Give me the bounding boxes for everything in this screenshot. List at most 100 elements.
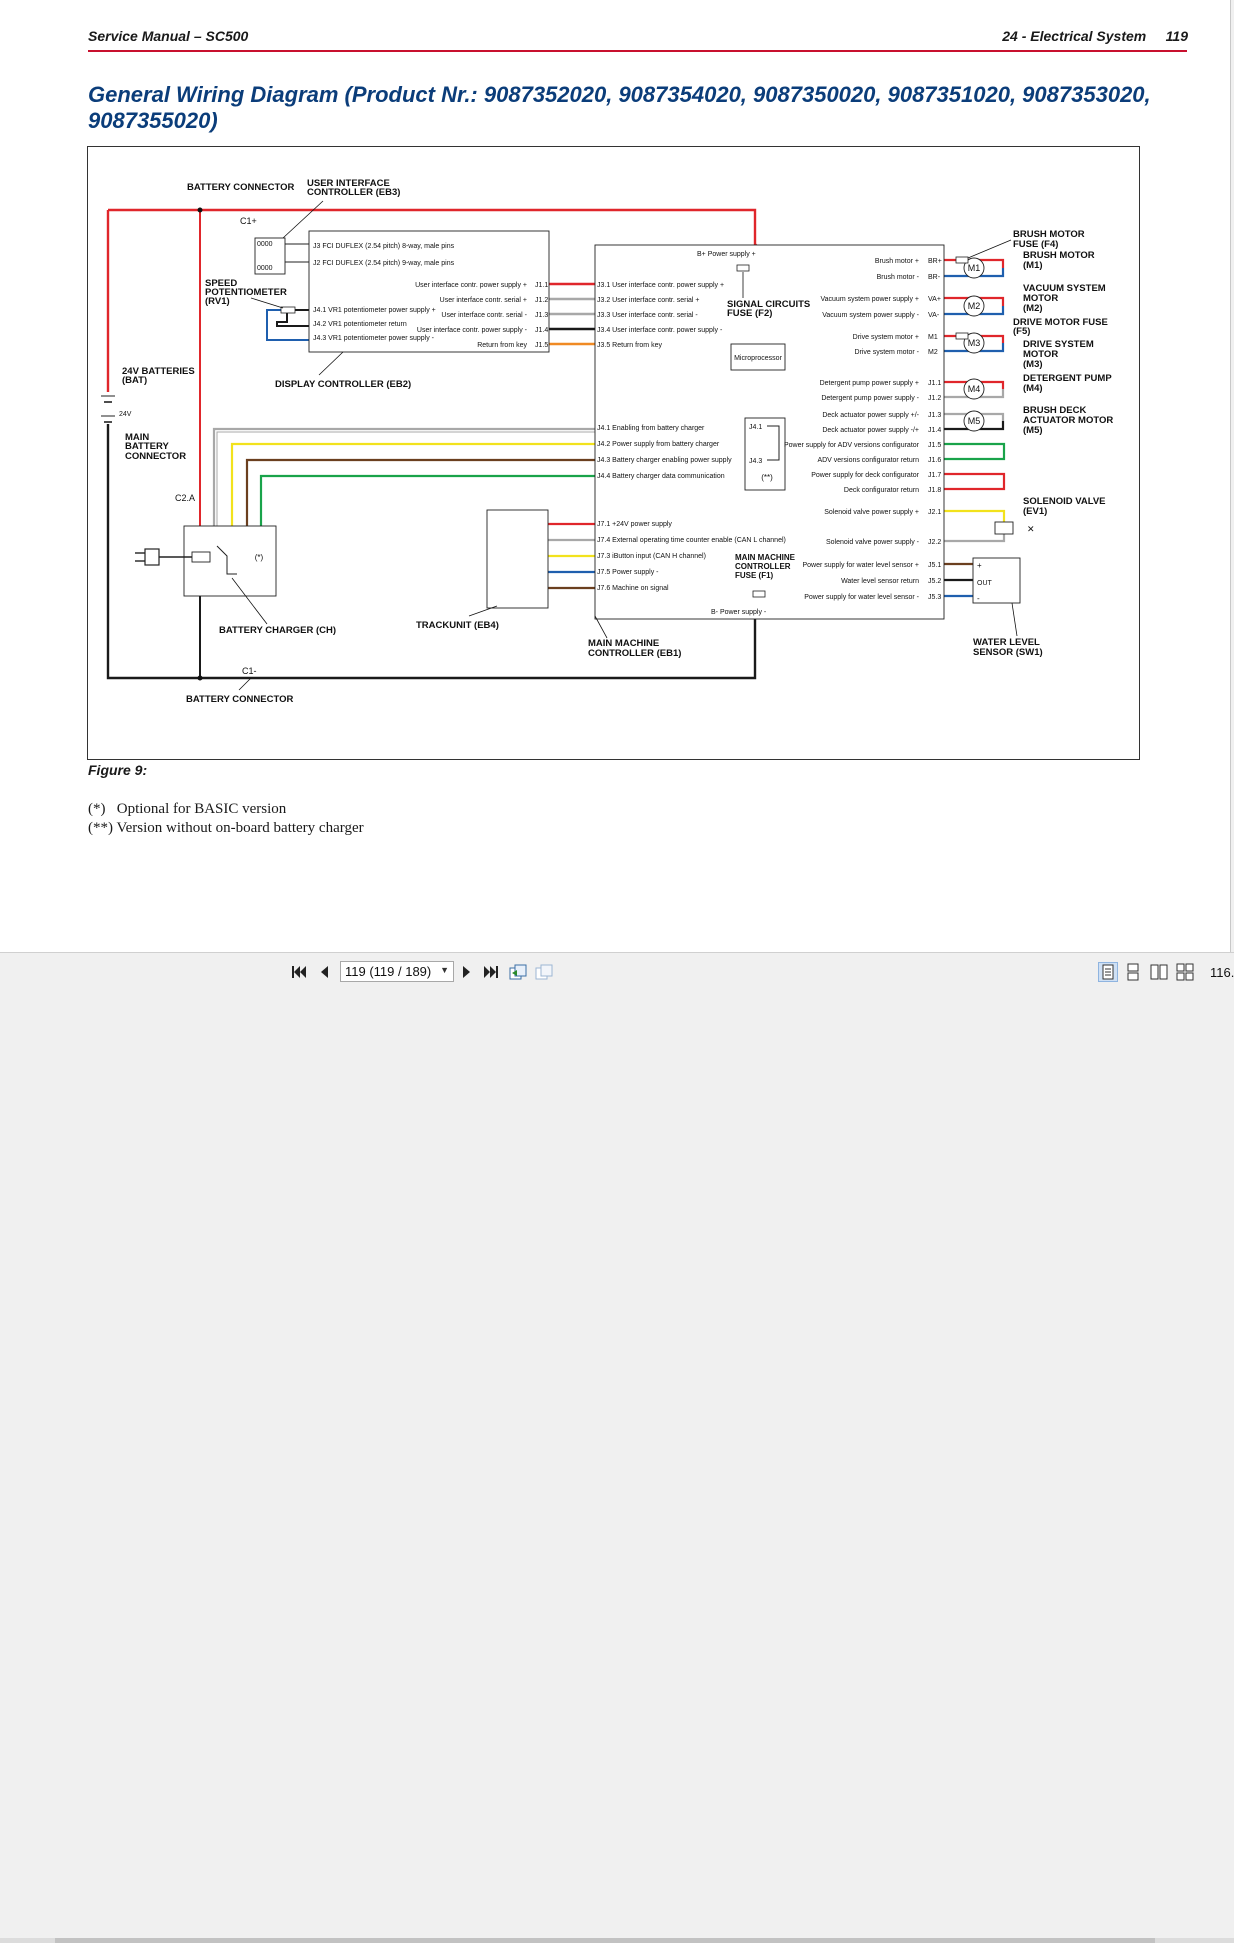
eb2-pin-label: J4.2 VR1 potentiometer return [313,321,407,328]
brush-motor-neg-wire [944,268,1005,278]
signal-fuse-label: FUSE (F2) [727,308,772,319]
deck-actuator-motor-symbol-label: M5 [968,416,981,426]
signal-fuse-label: SIGNAL CIRCUITS [727,299,810,310]
component-boxes [101,230,1021,620]
battery-negative-wire [106,424,757,680]
display-controller-box [308,230,550,353]
eb1-right-label: Power supply for water level sensor + [802,562,919,569]
deck-actuator-motor-neg-wire [944,421,1005,431]
user-interface-controller-box [254,237,286,275]
last-page-icon[interactable] [481,962,501,982]
facing-view-icon[interactable] [1149,962,1169,982]
page-title: General Wiring Diagram (Product Nr.: 908… [88,82,1151,133]
figure-caption: Figure 9: [88,762,148,778]
eb1-right-pin: J2.1 [928,509,941,516]
battery-connector-top-label: BATTERY CONNECTOR [187,182,294,193]
charger-wire [230,442,595,528]
mmc-label: MAIN MACHINE [588,638,659,649]
eb1-j7-label: J7.5 Power supply - [597,569,659,576]
leader-line [238,677,252,691]
jumper-j43: J4.3 [749,458,762,465]
eb1-right-label: ADV versions configurator return [817,457,919,464]
eb1-right-pin: J1.6 [928,457,941,464]
prev-page-icon[interactable] [314,962,334,982]
main-battery-connector-label: CONNECTOR [125,451,186,462]
leader-line [318,351,344,376]
eb2-right-label: Return from key [477,342,527,349]
leader-line [468,605,498,617]
leader-line [282,200,324,239]
page-number-value: 119 (119 / 189) [345,964,432,979]
solenoid-pos-wire [944,509,1006,524]
eb1-right-pin: J5.3 [928,594,941,601]
go-forward-view-icon[interactable] [534,962,554,982]
speed-pot-label: SPEED [205,278,237,289]
eb1-right-label: Solenoid valve power supply + [824,509,919,516]
c1-minus-label: C1- [242,666,257,676]
c2a-label: C2.A [175,493,195,503]
eb1-right-label: Detergent pump power supply - [821,395,919,402]
eb1-right-label: Water level sensor return [841,578,919,585]
eb2-right-pin: J1.4 [535,327,548,334]
mmc-fuse-label: CONTROLLER [735,562,791,571]
eb1-right-pin: J5.1 [928,562,941,569]
eb1-right-label: Power supply for ADV versions configurat… [784,442,920,449]
brush-fuse-label: FUSE (F4) [1013,239,1058,250]
solenoid-valve-mark: ✕ [1027,524,1035,534]
detergent-pump-symbol-label: M4 [968,384,981,394]
eb1-right-pin: J1.7 [928,472,941,479]
eb1-right-label: Drive system motor - [854,349,919,356]
adv-config-loop [944,442,1006,461]
note-optional: (*) Optional for BASIC version [88,801,287,817]
document-page: Service Manual – SC500 24 - Electrical S… [0,0,1231,952]
go-back-view-icon[interactable] [508,962,528,982]
eb2-right-pin: J1.1 [535,282,548,289]
eb1-right-pin: J1.3 [928,412,941,419]
eb1-j3-label: J3.2 User interface contr. serial + [597,297,700,304]
solenoid-valve-symbol [994,521,1014,535]
drive-fuse-label: DRIVE MOTOR FUSE [1013,317,1108,328]
eb1-right-pin: VA- [928,312,940,319]
eb1-right-label: Deck actuator power supply +/- [822,412,919,419]
eb1-j7-label: J7.3 iButton input (CAN H channel) [597,553,706,560]
drive-motor-fuse [955,332,969,340]
bplus-label: B+ Power supply + [697,251,756,258]
trackunit-box [486,509,549,609]
eb1-right-pin: BR+ [928,258,942,265]
leader-line [594,615,608,639]
scrollbar-thumb[interactable] [55,1938,1155,1943]
detergent-pump-neg-wire [944,389,1005,399]
eb1-right-label: Solenoid valve power supply - [826,539,920,546]
eb1-right-label: Brush motor + [875,258,919,265]
horizontal-scrollbar[interactable] [0,1938,1234,1943]
first-page-icon[interactable] [289,962,309,982]
eb1-j4-label: J4.2 Power supply from battery charger [597,441,720,448]
charger-wire [212,427,595,528]
eb3-pins: 0000 [257,265,273,272]
eb1-right-label: Power supply for deck configurator [811,472,919,479]
next-page-icon[interactable] [457,962,477,982]
microprocessor-box [730,343,786,371]
eb3-pins: 0000 [257,241,273,248]
zoom-level[interactable]: 116. [1210,965,1234,980]
charger-wire [259,474,595,528]
page-number-select[interactable]: 119 (119 / 189) ▼ [340,961,454,982]
header-section-page: 24 - Electrical System 119 [1002,28,1188,44]
solenoid-valve-label: (EV1) [1023,506,1047,517]
junction-dot [197,675,203,681]
vacuum-motor-label: (M2) [1023,303,1043,314]
deck-actuator-label: BRUSH DECK [1023,405,1086,416]
continuous-facing-view-icon[interactable] [1175,962,1195,982]
eb1-j7-label: J7.1 +24V power supply [597,521,672,528]
mmc-fuse-label: MAIN MACHINE [735,553,796,562]
continuous-view-icon[interactable] [1123,962,1143,982]
eb1-right-pin: M2 [928,349,938,356]
brush-motor-symbol-label: M1 [968,263,981,273]
main-battery-connector-label: MAIN [125,432,149,443]
deck-actuator-motor-pos-wire [944,412,1005,421]
single-page-view-icon[interactable] [1098,962,1118,982]
drive-motor-neg-wire [944,343,1005,353]
deck-actuator-label: (M5) [1023,425,1043,436]
solenoid-valve-label: SOLENOID VALVE [1023,496,1106,507]
